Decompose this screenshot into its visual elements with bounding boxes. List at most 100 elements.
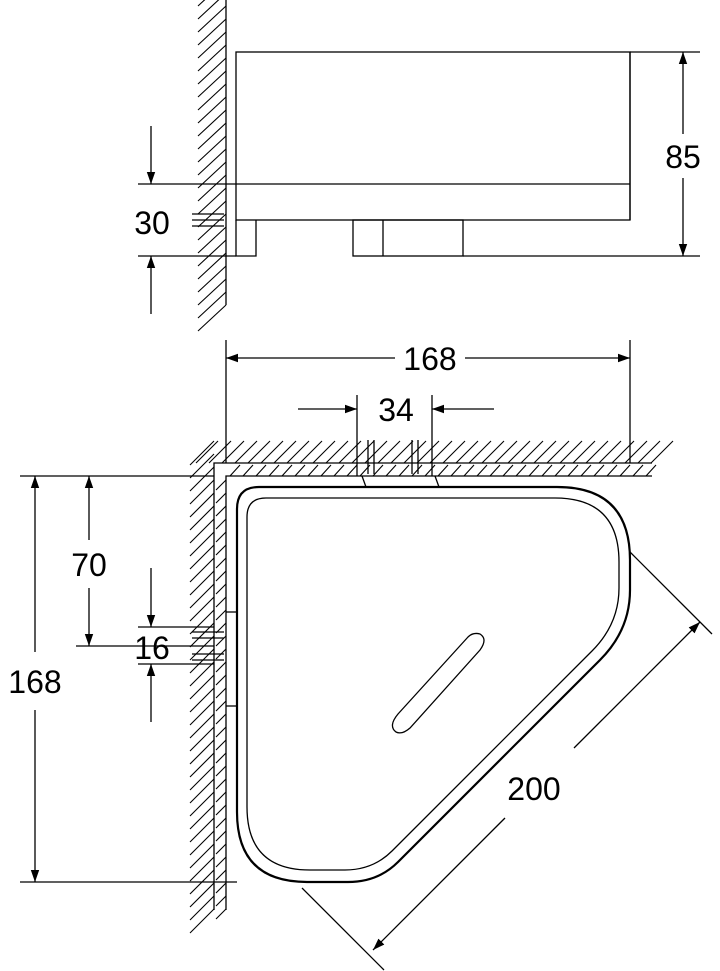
top-wall-hatch — [195, 440, 674, 477]
hatch-line — [189, 557, 215, 583]
hatch-line — [215, 570, 227, 582]
hatch-line — [333, 464, 345, 477]
hatch-line — [325, 440, 349, 464]
hatch-line — [197, 213, 227, 241]
hatch-line — [377, 440, 401, 464]
hatch-line — [189, 583, 215, 609]
hatch-line — [455, 440, 479, 464]
dim-200-ext-left — [301, 887, 385, 971]
hatch-line — [468, 440, 492, 464]
hatch-line — [450, 464, 462, 477]
hatch-line — [515, 464, 527, 477]
hatch-line — [598, 440, 622, 464]
hatch-line — [215, 674, 227, 686]
hatch-line — [215, 479, 227, 491]
hatch-line — [215, 895, 227, 907]
hatch-line — [481, 440, 505, 464]
hatch-line — [346, 464, 358, 477]
hatch-line — [215, 778, 227, 790]
hatch-line — [364, 440, 388, 464]
hatch-line — [215, 791, 227, 803]
hatch-line — [215, 830, 227, 842]
hatch-line — [189, 466, 215, 492]
hatch-line — [541, 464, 553, 477]
shelf-side-body — [235, 51, 631, 221]
hatch-line — [215, 596, 227, 608]
hatch-line — [398, 464, 410, 477]
hatch-line — [215, 765, 227, 777]
shelf-outer-outline — [235, 485, 632, 884]
hatch-line — [294, 464, 306, 477]
hatch-line — [189, 739, 215, 765]
hatch-line — [215, 804, 227, 816]
dim-34-label: 34 — [378, 392, 414, 428]
hatch-line — [189, 843, 215, 869]
hatch-line — [215, 635, 227, 647]
hatch-line — [234, 440, 258, 464]
dim-200-line-upper — [573, 621, 701, 749]
side-view: 85 30 — [134, 0, 701, 332]
hatch-line — [390, 440, 414, 464]
hatch-line — [221, 440, 245, 464]
hatch-line — [437, 464, 449, 477]
hatch-line — [189, 700, 215, 726]
hatch-line — [189, 687, 215, 713]
hatch-line — [197, 226, 227, 254]
hatch-line — [197, 57, 227, 85]
hatch-line — [215, 531, 227, 543]
hatch-line — [215, 687, 227, 699]
hatch-line — [215, 843, 227, 855]
hatch-line — [197, 44, 227, 72]
hatch-line — [215, 817, 227, 829]
hatch-line — [197, 70, 227, 98]
dim-168-top-label: 168 — [403, 341, 456, 377]
hatch-line — [215, 713, 227, 725]
hatch-line — [424, 464, 436, 477]
hatch-line — [580, 464, 592, 477]
hatch-line — [197, 0, 220, 20]
hatch-line — [189, 752, 215, 778]
hatch-line — [645, 464, 657, 477]
hatch-line — [559, 440, 583, 464]
hatch-line — [215, 739, 227, 751]
hatch-line — [197, 96, 227, 124]
hatch-line — [476, 464, 488, 477]
hatch-line — [247, 440, 271, 464]
shelf-inner-outline — [246, 497, 620, 871]
hatch-line — [320, 464, 332, 477]
hatch-line — [533, 440, 557, 464]
hatch-line — [489, 464, 501, 477]
top-mount-clips — [226, 475, 440, 707]
hatch-line — [229, 464, 241, 477]
hatch-line — [189, 609, 215, 635]
hatch-line — [411, 464, 423, 477]
hatch-line — [189, 908, 215, 934]
hatch-line — [197, 239, 227, 267]
hatch-line — [197, 5, 227, 33]
hatch-line — [189, 726, 215, 752]
hatch-line — [632, 464, 644, 477]
side-wall-hatch — [197, 0, 227, 332]
hatch-line — [197, 135, 227, 163]
hatch-line — [385, 464, 397, 477]
hatch-line — [494, 440, 518, 464]
hatch-line — [197, 83, 227, 111]
hatch-line — [255, 464, 267, 477]
hatch-line — [520, 440, 544, 464]
hatch-line — [189, 713, 215, 739]
hatch-line — [637, 440, 661, 464]
hatch-line — [338, 440, 362, 464]
hatch-line — [197, 122, 227, 150]
hatch-line — [189, 570, 215, 596]
hatch-line — [299, 440, 323, 464]
hatch-line — [197, 148, 227, 176]
hatch-line — [215, 492, 227, 504]
top-view: 168 34 168 70 16 — [8, 340, 713, 971]
hatch-line — [286, 440, 310, 464]
dim-200-line-lower — [372, 817, 506, 951]
hatch-line — [312, 440, 336, 464]
hatch-line — [197, 252, 227, 280]
hatch-line — [242, 464, 254, 477]
hatch-line — [197, 18, 227, 46]
hatch-line — [273, 440, 297, 464]
